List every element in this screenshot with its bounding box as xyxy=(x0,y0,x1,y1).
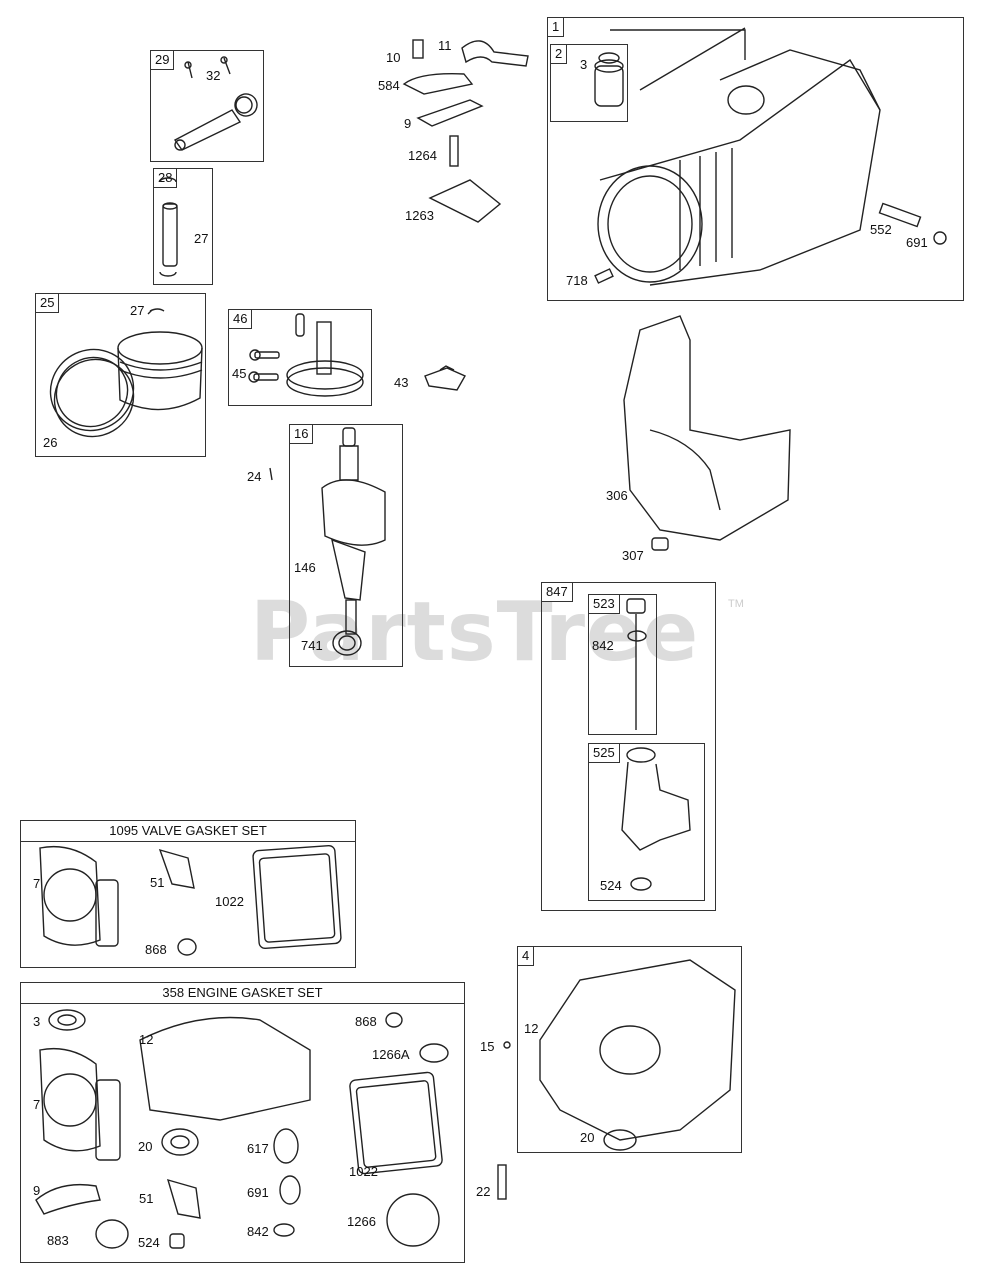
cylinder-block-drawing xyxy=(594,27,947,286)
box-29: 29 xyxy=(150,50,264,162)
part-label-1264: 1264 xyxy=(408,148,437,163)
box-tag: 46 xyxy=(229,310,253,329)
part-label-3: 3 xyxy=(33,1014,41,1029)
part-label-51: 51 xyxy=(150,875,165,890)
part-label-146: 146 xyxy=(294,560,316,575)
part-label-307: 307 xyxy=(622,548,644,563)
part-label-27: 27 xyxy=(194,231,209,246)
part-label-9: 9 xyxy=(33,1183,41,1198)
box-tag: 525 xyxy=(589,744,620,763)
box-tag: 29 xyxy=(151,51,175,70)
part-label-868: 868 xyxy=(355,1014,377,1029)
box-2: 2 xyxy=(550,44,628,122)
box-46: 46 xyxy=(228,309,372,406)
piston-drawing xyxy=(49,308,203,438)
part-label-552: 552 xyxy=(870,222,892,237)
part-label-7: 7 xyxy=(33,876,41,891)
box-tag: 25 xyxy=(36,294,60,313)
part-label-842: 842 xyxy=(592,638,614,653)
box-523: 523 xyxy=(588,594,657,735)
part-label-868: 868 xyxy=(145,942,167,957)
lever-drawing xyxy=(424,365,466,391)
part-label-1266: 1266 xyxy=(347,1214,376,1229)
engine-gasket-set-box: 358 ENGINE GASKET SET xyxy=(20,982,465,1263)
part-label-20: 20 xyxy=(138,1139,153,1154)
box-tag: 4 xyxy=(518,947,535,966)
part-label-26: 26 xyxy=(43,435,58,450)
dipstick-drawing xyxy=(626,598,647,730)
part-label-12: 12 xyxy=(139,1032,154,1047)
part-label-524: 524 xyxy=(138,1235,160,1250)
part-label-32: 32 xyxy=(206,68,221,83)
box-28: 28 xyxy=(153,168,213,285)
part-label-43: 43 xyxy=(394,375,409,390)
box-847: 847 xyxy=(541,582,716,911)
part-label-22: 22 xyxy=(476,1184,491,1199)
part-label-617: 617 xyxy=(247,1141,269,1156)
part-label-741: 741 xyxy=(301,638,323,653)
part-label-9: 9 xyxy=(404,116,412,131)
part-label-842: 842 xyxy=(247,1224,269,1239)
watermark: PartsTree xyxy=(250,585,700,680)
crankshaft-drawing xyxy=(269,427,386,656)
valve-gasket-set-box: 1095 VALVE GASKET SET xyxy=(20,820,356,968)
part-label-1263: 1263 xyxy=(405,208,434,223)
box-tag: 1 xyxy=(548,18,565,37)
part-label-584: 584 xyxy=(378,78,400,93)
box-16: 16 xyxy=(289,424,403,667)
part-label-24: 24 xyxy=(247,469,262,484)
box-525: 525 xyxy=(588,743,705,901)
box-1: 1 xyxy=(547,17,964,301)
part-label-883: 883 xyxy=(47,1233,69,1248)
part-label-524: 524 xyxy=(600,878,622,893)
part-label-45: 45 xyxy=(232,366,247,381)
part-label-691: 691 xyxy=(906,235,928,250)
part-label-15: 15 xyxy=(480,1039,495,1054)
breather-drawing xyxy=(402,39,529,223)
camshaft-gear-drawing xyxy=(248,313,364,397)
part-label-27: 27 xyxy=(130,303,145,318)
part-label-691: 691 xyxy=(247,1185,269,1200)
box-tag: 523 xyxy=(589,595,620,614)
part-label-11: 11 xyxy=(438,38,452,53)
box-tag: 847 xyxy=(542,583,573,602)
box-tag: 2 xyxy=(551,45,568,64)
part-label-1266A: 1266A xyxy=(372,1047,410,1062)
connecting-rod-drawing xyxy=(173,56,258,151)
part-label-1022: 1022 xyxy=(349,1164,378,1179)
piston-pin-drawing xyxy=(159,177,178,277)
part-label-1022: 1022 xyxy=(215,894,244,909)
part-label-20: 20 xyxy=(580,1130,595,1145)
part-label-3: 3 xyxy=(580,57,588,72)
part-label-10: 10 xyxy=(386,50,401,65)
part-label-51: 51 xyxy=(139,1191,154,1206)
part-label-7: 7 xyxy=(33,1097,41,1112)
sump-drawing xyxy=(497,959,736,1200)
dipstick-tube-drawing xyxy=(621,747,691,891)
part-label-718: 718 xyxy=(566,273,588,288)
engine-gasket-set-title: 358 ENGINE GASKET SET xyxy=(21,983,464,1004)
blower-housing-drawing xyxy=(623,315,791,551)
box-25: 25 xyxy=(35,293,206,457)
part-label-306: 306 xyxy=(606,488,628,503)
box-4: 4 xyxy=(517,946,742,1153)
watermark-tm: TM xyxy=(728,598,744,610)
box-tag: 16 xyxy=(290,425,314,444)
part-label-12: 12 xyxy=(524,1021,539,1036)
valve-gasket-set-drawing xyxy=(39,844,342,956)
valve-gasket-set-title: 1095 VALVE GASKET SET xyxy=(21,821,355,842)
engine-gasket-set-drawing xyxy=(35,1009,449,1249)
